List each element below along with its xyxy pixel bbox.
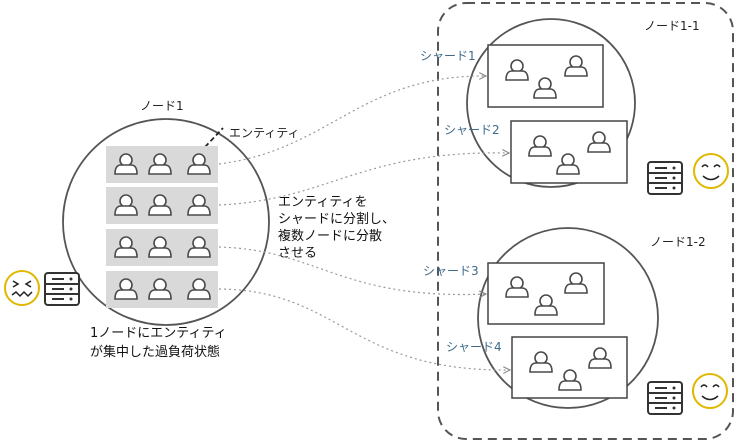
entity-row (106, 187, 218, 224)
shard2-label: シャード2 (444, 123, 500, 137)
shard4-label: シャード4 (446, 340, 502, 354)
entity-row (106, 146, 218, 183)
shard4-box (511, 336, 628, 399)
server-icon (647, 381, 683, 415)
stressed-face-icon (4, 270, 40, 306)
shard3-box (487, 262, 605, 325)
smiley-face-icon (693, 153, 729, 189)
shard2-box (510, 120, 628, 184)
smiley-face-icon (692, 373, 728, 409)
explanation-text: させる (278, 246, 317, 261)
node1-label: ノード1 (140, 99, 184, 113)
connector-arrow (218, 76, 486, 165)
shard1-box (487, 44, 604, 108)
server-icon (44, 272, 80, 306)
explanation-text: 複数ノードに分散 (278, 228, 382, 244)
shard1-label: シャード1 (420, 49, 476, 63)
node1-2-label: ノード1-2 (650, 235, 706, 249)
connector-arrow (218, 246, 486, 294)
overload-caption: 1ノードにエンティティ (90, 326, 227, 341)
server-icon (647, 161, 683, 195)
entity-label: エンティティ (229, 126, 300, 140)
explanation-text: エンティティを (278, 195, 367, 210)
explanation-text: シャードに分割し、 (278, 211, 395, 227)
node1-1-label: ノード1-1 (644, 19, 700, 33)
entity-row (106, 271, 218, 308)
cluster-boundary (437, 2, 734, 440)
connector-arrow (218, 288, 510, 370)
entity-pointer (204, 127, 224, 148)
shard3-label: シャード3 (423, 264, 479, 278)
overload-caption: が集中した過負荷状態 (90, 344, 220, 360)
entity-row (106, 229, 218, 266)
